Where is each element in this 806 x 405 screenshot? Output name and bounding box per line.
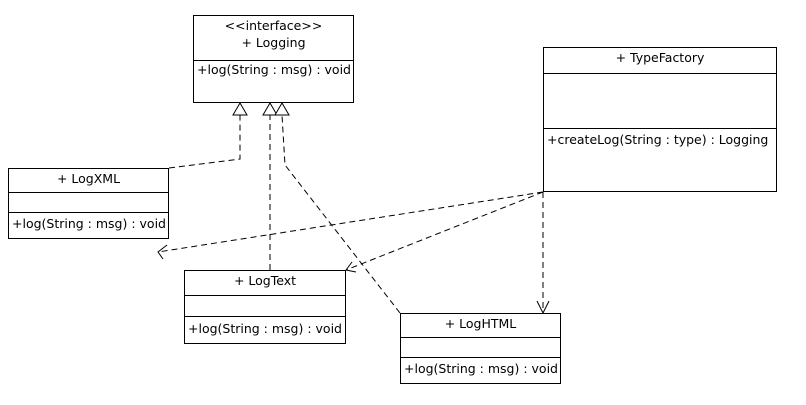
- class-logging-name: + Logging: [241, 35, 306, 50]
- class-log-xml[interactable]: + LogXML +log(String : msg) : void: [8, 168, 169, 239]
- class-log-text[interactable]: + LogText +log(String : msg) : void: [184, 270, 346, 344]
- class-log-text-operation: +log(String : msg) : void: [188, 321, 342, 336]
- class-type-factory-header: + TypeFactory: [544, 48, 776, 74]
- class-logging-stereotype: <<interface>>: [224, 18, 323, 33]
- class-logging-operation: +log(String : msg) : void: [197, 62, 351, 77]
- class-logging[interactable]: <<interface>> + Logging +log(String : ms…: [193, 15, 354, 103]
- class-log-html-name: + LogHTML: [444, 316, 517, 331]
- realization-arrowhead-logxml: [232, 102, 248, 116]
- dependency-factory-logxml: [157, 191, 544, 253]
- class-type-factory-operations: +createLog(String : type) : Logging: [544, 129, 776, 191]
- class-type-factory-name: + TypeFactory: [615, 50, 705, 65]
- class-type-factory[interactable]: + TypeFactory +createLog(String : type) …: [543, 47, 777, 192]
- realization-arrowhead-loghtml: [274, 102, 290, 116]
- class-log-html-attributes: [401, 338, 560, 358]
- class-log-xml-operation: +log(String : msg) : void: [12, 216, 166, 231]
- class-log-text-header: + LogText: [185, 271, 345, 296]
- dependency-factory-logtext: [345, 191, 544, 271]
- class-log-html-header: + LogHTML: [401, 314, 560, 338]
- class-log-html-operations: +log(String : msg) : void: [401, 358, 560, 383]
- class-log-text-attributes: [185, 296, 345, 317]
- class-log-text-name: + LogText: [233, 273, 297, 288]
- class-log-html-operation: +log(String : msg) : void: [404, 361, 558, 376]
- class-log-xml-header: + LogXML: [9, 169, 168, 193]
- class-log-xml-name: + LogXML: [56, 171, 121, 186]
- class-log-xml-attributes: [9, 193, 168, 213]
- class-type-factory-attributes: [544, 74, 776, 129]
- realization-arrowhead-logtext: [262, 102, 278, 116]
- realization-logxml-logging: [168, 115, 241, 169]
- dependency-arrowhead-logxml: [157, 244, 168, 260]
- class-logging-header: <<interface>> + Logging: [194, 16, 353, 61]
- class-log-html[interactable]: + LogHTML +log(String : msg) : void: [400, 313, 561, 384]
- class-log-text-operations: +log(String : msg) : void: [185, 317, 345, 343]
- dependency-arrowhead-logtext: [345, 261, 357, 273]
- class-log-xml-operations: +log(String : msg) : void: [9, 213, 168, 238]
- class-logging-operations: +log(String : msg) : void: [194, 61, 353, 102]
- class-type-factory-operation: +createLog(String : type) : Logging: [547, 132, 769, 147]
